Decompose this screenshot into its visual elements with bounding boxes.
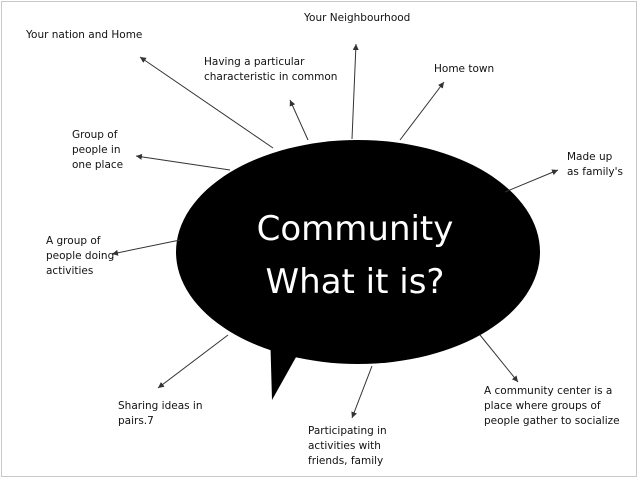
arrow-group-place bbox=[135, 153, 231, 171]
title-line-1: Community bbox=[256, 209, 454, 249]
arrow-center bbox=[479, 334, 519, 383]
arrow-sharing bbox=[157, 334, 229, 389]
label-families: Made up as family's bbox=[567, 151, 624, 178]
label-group-place: Group of people in one place bbox=[72, 129, 124, 171]
arrow-nation bbox=[139, 56, 274, 149]
arrow-activities bbox=[111, 239, 181, 256]
label-characteristic: Having a particular characteristic in co… bbox=[204, 56, 338, 83]
label-participating: Participating in activities with friends… bbox=[308, 425, 387, 467]
arrow-families bbox=[504, 169, 559, 193]
arrow-neighbourhood bbox=[351, 43, 359, 140]
label-hometown: Home town bbox=[434, 63, 495, 75]
arrow-participating bbox=[351, 365, 373, 419]
label-sharing: Sharing ideas in pairs.7 bbox=[118, 400, 203, 427]
arrow-hometown bbox=[399, 81, 445, 141]
arrow-characteristic bbox=[289, 99, 309, 141]
label-neighbourhood: Your Neighbourhood bbox=[304, 12, 411, 24]
label-activities: A group of people doing activities bbox=[46, 235, 115, 277]
label-nation: Your nation and Home bbox=[26, 29, 143, 41]
label-center: A community center is a place where grou… bbox=[484, 385, 620, 427]
title-line-2: What it is? bbox=[265, 262, 445, 302]
speech-bubble-tail bbox=[270, 330, 300, 400]
speech-bubble bbox=[176, 140, 540, 364]
